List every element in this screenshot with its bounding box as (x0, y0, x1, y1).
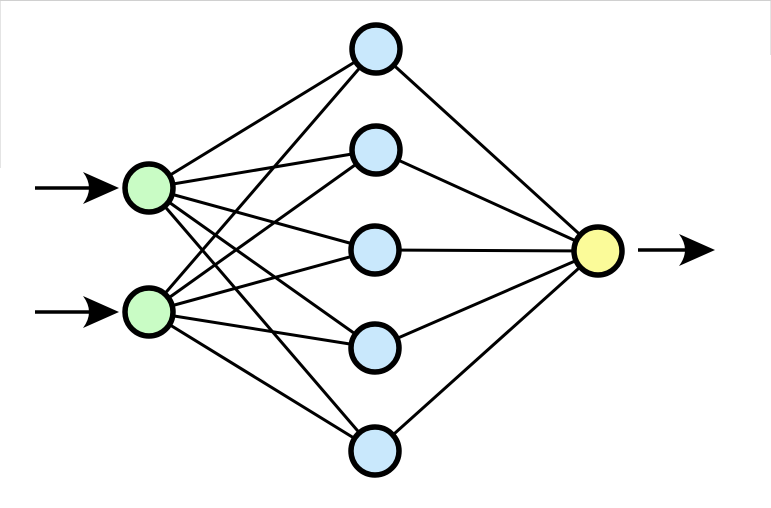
connection-i1-h4 (148, 186, 376, 350)
output-arrow-1-head-right-arrow-icon (679, 234, 715, 266)
hidden-node-h4 (348, 321, 402, 375)
input-node-i2 (122, 285, 176, 339)
output-node-o1 (571, 224, 625, 278)
connection-i2-h1 (147, 48, 378, 313)
connection-h3-o1 (374, 248, 599, 253)
connection-h4-o1 (374, 249, 599, 350)
hidden-node-h5 (348, 424, 402, 478)
hidden-node-h1 (349, 22, 403, 76)
input-arrow-1-head-right-arrow-icon (83, 172, 119, 204)
input-arrow-2-head-right-arrow-icon (83, 296, 119, 328)
connection-i2-h4 (148, 310, 376, 350)
connection-i2-h3 (148, 248, 376, 314)
connection-i1-h5 (147, 187, 377, 452)
connection-i2-h2 (148, 148, 377, 314)
connection-i1-h3 (148, 186, 376, 252)
connection-h2-o1 (375, 148, 599, 253)
hidden-node-h2 (349, 123, 403, 177)
connection-h1-o1 (374, 47, 600, 253)
connection-i2-h5 (148, 310, 376, 453)
connection-i1-h1 (148, 47, 377, 190)
hidden-node-h3 (348, 223, 402, 277)
connection-i1-h2 (148, 148, 377, 190)
input-node-i1 (122, 161, 176, 215)
connection-h5-o1 (373, 249, 600, 453)
